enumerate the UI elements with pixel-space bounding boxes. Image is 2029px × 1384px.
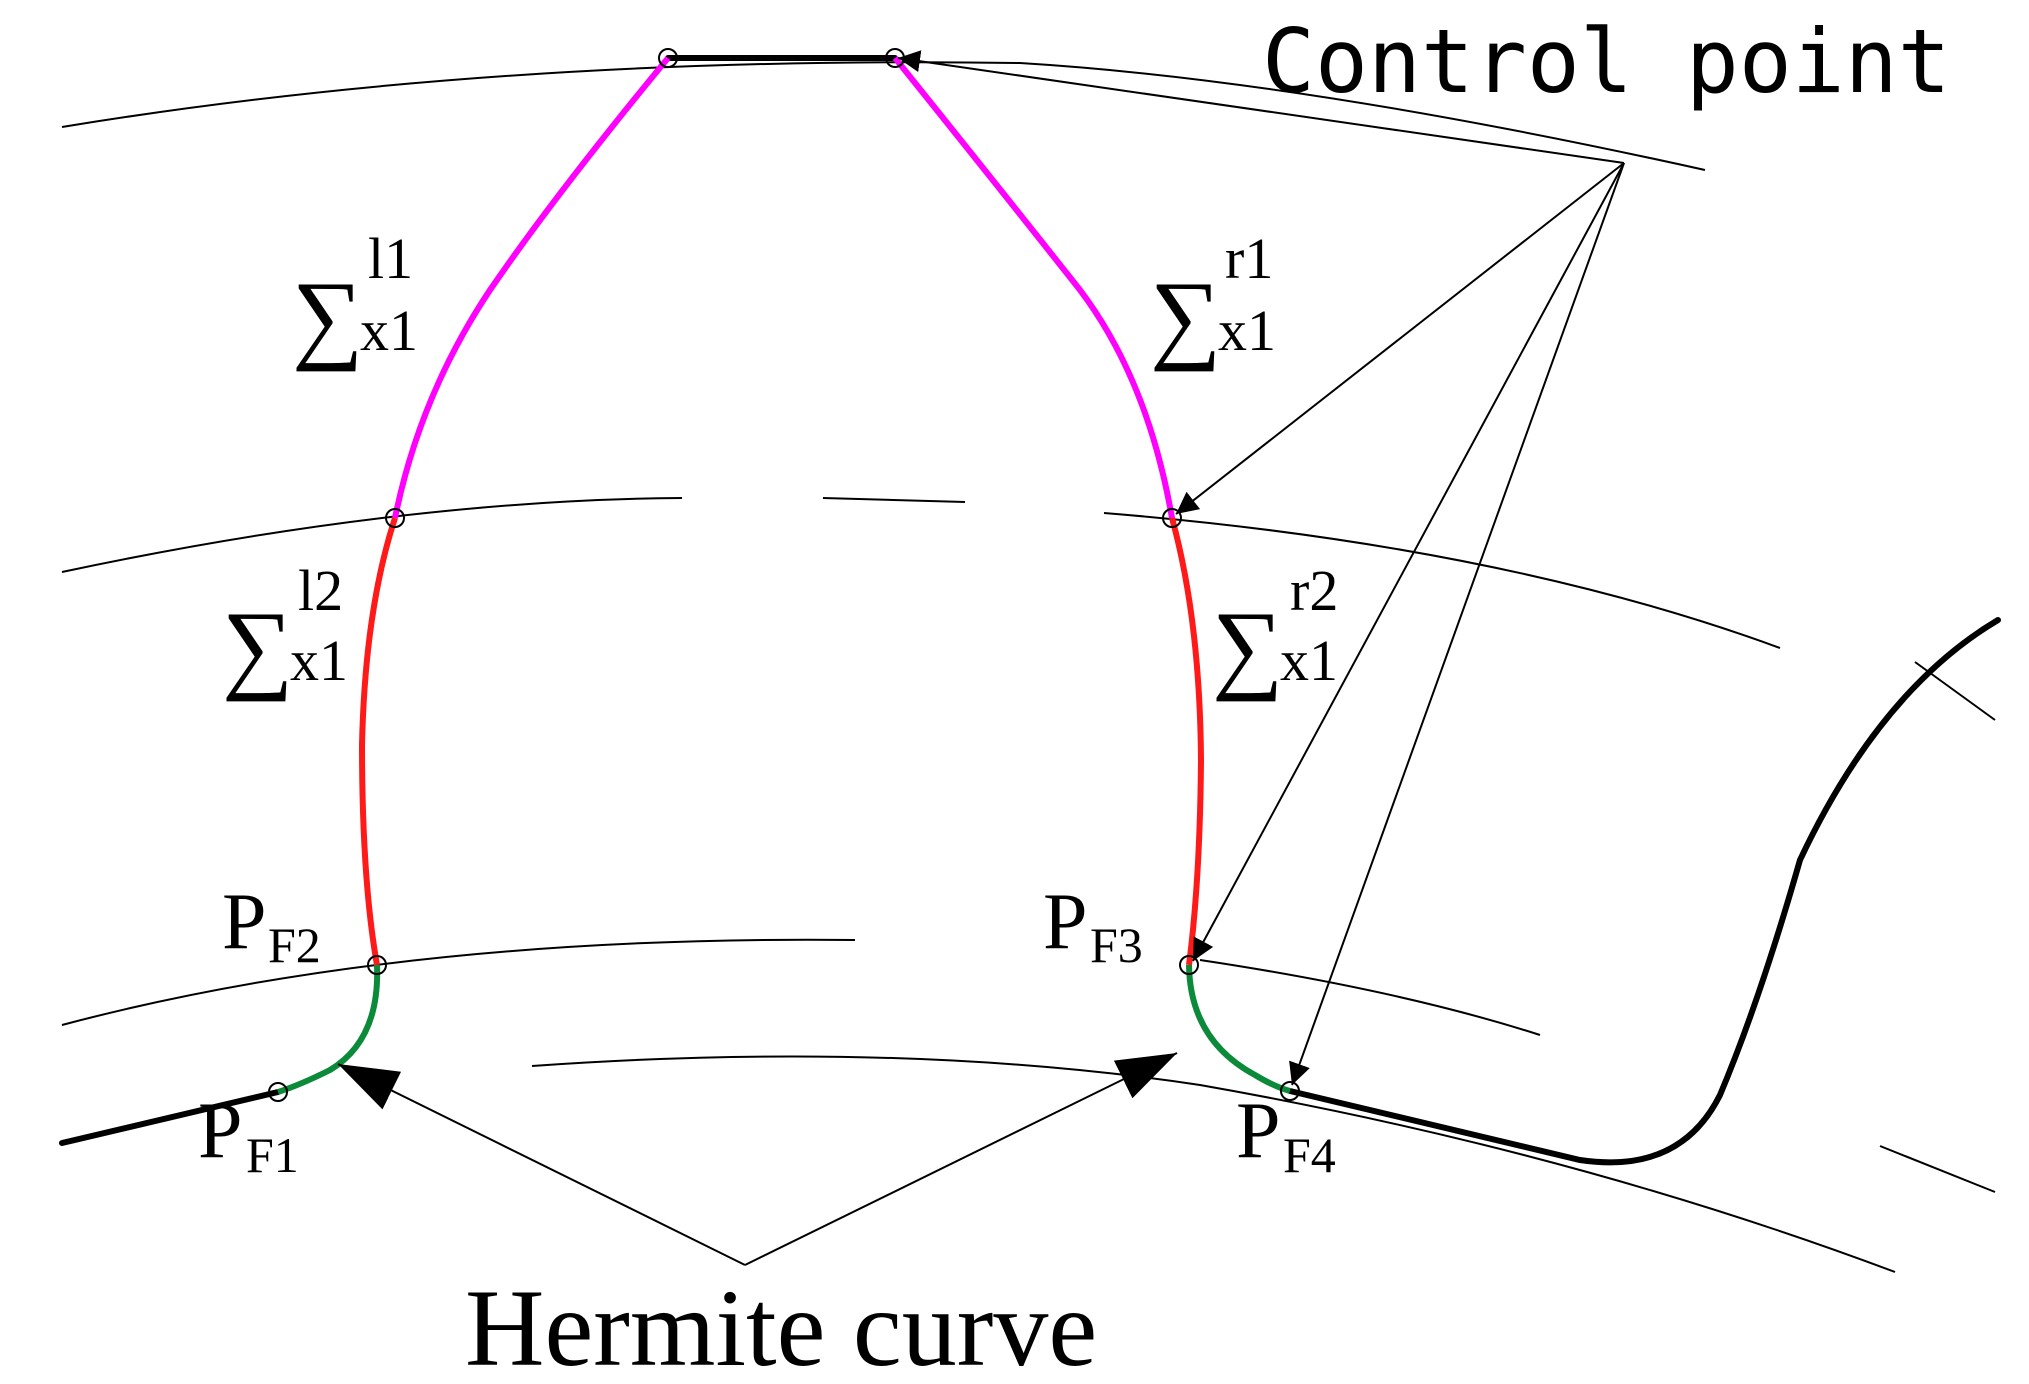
sigma-subscript: x1 <box>290 628 348 693</box>
tooth-boundary <box>59 55 2001 1166</box>
sigma-symbol: ∑ <box>292 261 363 372</box>
control-point-l12 <box>385 508 405 528</box>
sigma-subscript: x1 <box>360 298 418 363</box>
control-point-leaders <box>897 50 1625 1086</box>
pf2-label: P F2 <box>222 878 321 973</box>
pf1-label: P F1 <box>198 1087 299 1183</box>
sigma-r2-label: ∑ r2 x1 <box>1212 558 1338 702</box>
control-point-label: Control point <box>1262 10 1951 113</box>
hermite-leader-right <box>744 1052 1178 1266</box>
control-point-pf2 <box>367 955 387 975</box>
pitch-circle-arc-right <box>1103 512 1781 649</box>
pf4-label: P F4 <box>1236 1087 1336 1183</box>
form-circle-arc-right <box>1199 959 1541 1036</box>
sigma-symbol: ∑ <box>1150 261 1221 372</box>
hermite-leader-left <box>337 1063 746 1266</box>
leader-to-r12 <box>1175 162 1625 515</box>
pitch-circle-arc-left <box>61 497 683 573</box>
p-subscript: F2 <box>268 917 321 973</box>
leader-to-pf3 <box>1192 162 1625 962</box>
control-point-pf3 <box>1179 955 1199 975</box>
p-subscript: F4 <box>1283 1127 1336 1183</box>
sigma-superscript: l1 <box>368 226 413 291</box>
hermite-curve-left <box>277 964 381 1095</box>
sigma-superscript: l2 <box>298 558 343 623</box>
form-circle-arc-left <box>61 938 856 1026</box>
p-letter: P <box>198 1087 243 1175</box>
reference-circles <box>61 61 1996 1273</box>
p-letter: P <box>1236 1087 1281 1175</box>
leader-to-top <box>897 50 1625 164</box>
sigma-r1-curve <box>892 56 1175 519</box>
segment-2-curves <box>358 517 1205 966</box>
pf3-label: P F3 <box>1043 878 1143 973</box>
sigma-symbol: ∑ <box>222 591 293 702</box>
sigma-subscript: x1 <box>1280 628 1338 693</box>
root-land-left <box>59 1089 281 1146</box>
p-subscript: F3 <box>1090 917 1143 973</box>
hermite-curve-label: Hermite curve <box>465 1267 1097 1384</box>
sigma-symbol: ∑ <box>1212 591 1283 702</box>
sigma-l1-label: ∑ l1 x1 <box>292 226 418 372</box>
sigma-superscript: r2 <box>1290 558 1338 623</box>
hermite-curve-right <box>1186 964 1291 1094</box>
sigma-l2-label: ∑ l2 x1 <box>222 558 348 702</box>
sigma-r2-curve <box>1169 517 1205 966</box>
p-letter: P <box>1043 878 1088 966</box>
sigma-r1-label: ∑ r1 x1 <box>1150 226 1276 372</box>
segment-1-curves <box>392 56 1175 519</box>
sigma-l1-curve <box>392 56 671 519</box>
control-point-top-left <box>658 48 678 68</box>
p-subscript: F1 <box>246 1127 299 1183</box>
control-point-pf1 <box>268 1082 288 1102</box>
sigma-superscript: r1 <box>1225 226 1273 291</box>
p-letter: P <box>222 878 267 966</box>
tip-circle-arc <box>61 61 1706 171</box>
root-circle-arc-far <box>1879 1145 1996 1193</box>
pitch-circle-arc-mid <box>822 497 966 503</box>
leader-to-pf4 <box>1289 162 1625 1086</box>
root-land-right <box>1287 617 2001 1166</box>
sigma-l2-curve <box>358 517 398 966</box>
control-point-r12 <box>1162 508 1182 528</box>
sigma-subscript: x1 <box>1218 298 1276 363</box>
hermite-leaders <box>337 1052 1178 1266</box>
control-points <box>268 48 1300 1102</box>
root-circle-arc <box>531 1055 1896 1273</box>
